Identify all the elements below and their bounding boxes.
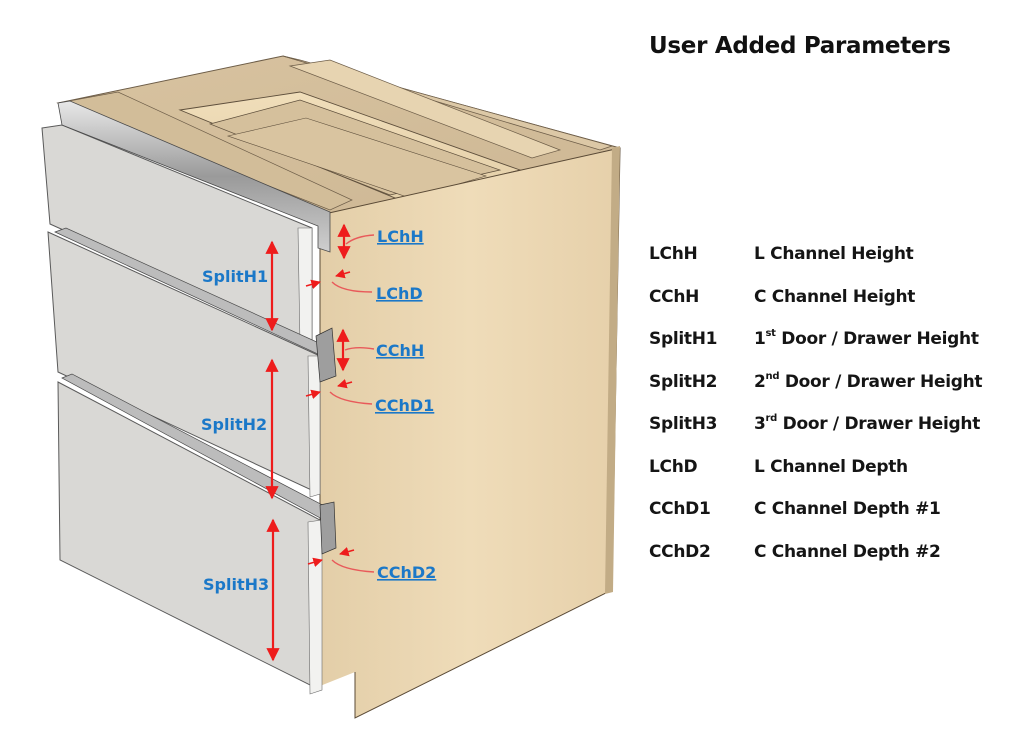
parameter-code: LChH xyxy=(649,244,698,264)
leader-lines xyxy=(329,234,375,573)
parameter-description: L Channel Height xyxy=(754,244,914,264)
label-cchd1: CChD1 xyxy=(375,396,434,415)
cabinet-diagram: SplitH1 SplitH2 SplitH3 LChH LChD CChH C… xyxy=(41,55,621,719)
parameter-legend: LChH L Channel Height CChH C Channel Hei… xyxy=(649,244,1009,584)
parameter-description: C Channel Depth #2 xyxy=(754,541,941,562)
label-splitH2: SplitH2 xyxy=(201,415,267,434)
legend-row: CChD1 C Channel Depth #1 xyxy=(649,499,1009,542)
c-channel-2 xyxy=(319,501,337,555)
parameter-code: CChH xyxy=(649,286,700,307)
l-channel xyxy=(57,100,331,253)
label-lchd: LChD xyxy=(376,284,423,303)
parameter-description: 3rd Door / Drawer Height xyxy=(754,413,981,434)
label-splitH3: SplitH3 xyxy=(203,575,269,594)
cabinet-top xyxy=(56,55,621,216)
parameter-description: L Channel Depth xyxy=(754,456,908,477)
c-channel-1 xyxy=(315,327,337,383)
legend-row: SplitH3 3rd Door / Drawer Height xyxy=(649,413,1009,457)
parameter-code: LChD xyxy=(649,456,698,477)
parameter-description: C Channel Depth #1 xyxy=(754,499,941,519)
label-cchd2: CChD2 xyxy=(377,563,436,582)
legend-row: CChD2 C Channel Depth #2 xyxy=(649,542,1009,585)
label-cchh: CChH xyxy=(376,341,424,360)
parameter-code: SplitH2 xyxy=(649,371,718,392)
legend-row: SplitH1 1st Door / Drawer Height xyxy=(649,328,1009,372)
label-splitH1: SplitH1 xyxy=(202,267,268,286)
parameter-code: CChD1 xyxy=(649,499,711,519)
dimension-arrows xyxy=(265,223,351,662)
legend-title: User Added Parameters xyxy=(649,33,951,59)
parameter-code: CChD2 xyxy=(649,541,711,562)
cabinet-side-panel xyxy=(319,146,621,719)
legend-row: LChD L Channel Depth xyxy=(649,457,1009,500)
parameter-description: C Channel Height xyxy=(754,286,916,307)
parameter-code: SplitH3 xyxy=(649,414,718,434)
legend-row: SplitH2 2nd Door / Drawer Height xyxy=(649,370,1009,415)
legend-row: LChH L Channel Height xyxy=(649,244,1009,287)
legend-row: CChH C Channel Height xyxy=(649,287,1009,330)
parameter-description: 1st Door / Drawer Height xyxy=(754,328,979,349)
label-lchh: LChH xyxy=(377,227,424,246)
depth-arrows xyxy=(305,269,355,567)
parameter-code: SplitH1 xyxy=(649,329,718,349)
parameter-description: 2nd Door / Drawer Height xyxy=(754,370,983,392)
